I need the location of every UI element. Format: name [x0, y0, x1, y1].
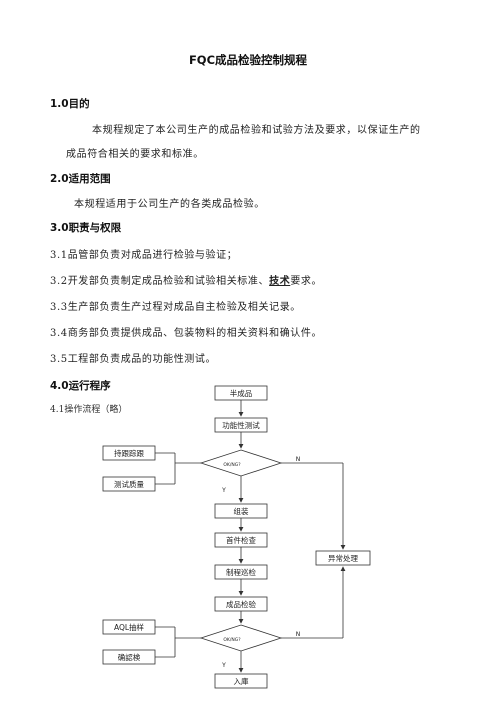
label-aql: AQL抽样 [114, 622, 145, 632]
section-4-sub: 4.1操作流程（略） [50, 405, 128, 415]
section-3-item-4: 3.4商务部负责提供成品、包装物料的相关资料和确认件。 [50, 328, 323, 339]
label-n1: N [296, 456, 301, 463]
label-dispose: 测试质量 [114, 479, 144, 489]
label-tracking: 持跟踪跟 [114, 448, 144, 458]
section-3-item-1: 3.1品管部负责对成品进行检验与验证； [50, 250, 238, 261]
document-title: FQC成品检验控制规程 [188, 53, 308, 67]
label-semi: 半成品 [230, 388, 253, 398]
section-2-body: 本规程适用于公司生产的各类成品检验。 [74, 199, 265, 210]
section-4-heading: 4.0运行程序 [50, 380, 111, 392]
section-1-body-line2: 成品符合相关的要求和标准。 [66, 149, 204, 160]
section-3-item-2-tail: 要求。 [290, 276, 323, 287]
label-n2: N [296, 631, 301, 638]
label-func-test: 功能性测试 [222, 420, 260, 430]
label-first-check: 首件检查 [226, 535, 256, 545]
section-3-item-2: 3.2开发部负责制定成品检验和试验相关标准、技术要求。 [50, 272, 322, 287]
section-3-item-2-bold: 技术 [269, 276, 291, 287]
label-final-check: 成品检验 [226, 599, 256, 609]
diamond-decision-1 [199, 449, 283, 477]
section-3-heading: 3.0职责与权限 [50, 222, 122, 234]
label-assembly: 组装 [234, 506, 249, 516]
label-process-check: 制程巡检 [226, 567, 256, 577]
box-warehouse [214, 673, 268, 689]
label-warehouse: 入庫 [234, 676, 249, 686]
box-abnormal [315, 550, 371, 566]
label-diamond-2: OK/NG? [223, 637, 241, 643]
diamond-decision-2 [199, 624, 283, 652]
section-3-item-5: 3.5工程部负责成品的功能性测试。 [50, 354, 217, 365]
label-y1: Y [221, 487, 226, 494]
section-3-item-3: 3.3生产部负责生产过程对成品自主检验及相关记录。 [50, 302, 301, 313]
section-1-heading: 1.0目的 [50, 98, 90, 110]
section-3-item-2-text: 3.2开发部负责制定成品检验和试验相关标准、 [50, 276, 270, 287]
label-abnormal: 异常处理 [328, 553, 358, 563]
section-2-heading: 2.0适用范围 [50, 173, 111, 185]
label-diamond-1: OK/NG? [223, 462, 241, 468]
label-confirm: 确認検 [118, 652, 141, 662]
section-1-body-line1: 本规程规定了本公司生产的成品检验和试验方法及要求，以保证生产的 [92, 125, 421, 136]
label-y2: Y [221, 662, 226, 669]
